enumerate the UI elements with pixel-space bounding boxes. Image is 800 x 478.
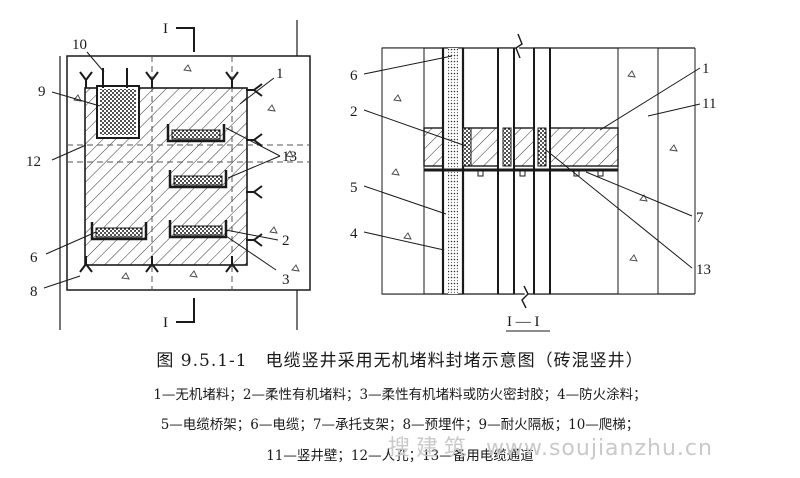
watermark: 搜建筑 www.soujianzhu.cn bbox=[388, 430, 713, 462]
section-break-marks bbox=[515, 33, 529, 309]
callout-13: 13 bbox=[282, 149, 297, 165]
section-callout-4: 4 bbox=[350, 226, 358, 242]
cable-tray bbox=[168, 170, 228, 189]
callout-10: 10 bbox=[72, 37, 87, 53]
section-title: I — I bbox=[507, 314, 540, 330]
callout-12: 12 bbox=[26, 154, 41, 170]
section-mark-bottom: I bbox=[163, 315, 168, 331]
cable-tray bbox=[168, 220, 228, 239]
concrete-aggregate bbox=[73, 64, 300, 280]
figure-caption: 图 9.5.1-1 电缆竖井采用无机堵料封堵示意图（砖混竖井） bbox=[156, 351, 644, 371]
wall-aggregate bbox=[391, 70, 678, 262]
legend-line: 1—无机堵料；2—柔性有机堵料；3—柔性有机堵料或防火密封胶；4—防火涂料； bbox=[153, 387, 647, 403]
watermark-cn: 搜建筑 bbox=[388, 436, 473, 461]
leader-lines bbox=[363, 55, 701, 269]
leader-lines bbox=[43, 51, 281, 289]
watermark-url: www.soujianzhu.cn bbox=[486, 436, 713, 461]
callout-3: 3 bbox=[282, 272, 290, 288]
section-callout-2: 2 bbox=[350, 104, 358, 120]
shaft-wall-left bbox=[381, 47, 425, 295]
section-callout-5: 5 bbox=[350, 180, 358, 196]
legend-line: 5—电缆桥架；6—电缆；7—承托支架；8—预埋件；9—耐火隔板；10—爬梯； bbox=[160, 417, 640, 433]
callout-6: 6 bbox=[30, 250, 38, 266]
section-callout-6: 6 bbox=[350, 68, 358, 84]
section-callout-7: 7 bbox=[696, 210, 704, 226]
flexible-organic-sealant bbox=[537, 127, 547, 167]
flexible-organic-sealant bbox=[502, 127, 512, 167]
section-cut-marks bbox=[176, 27, 195, 323]
bracket-studs bbox=[477, 170, 604, 177]
callout-1: 1 bbox=[276, 66, 284, 82]
section-callout-1: 1 bbox=[702, 61, 710, 77]
legend-line: 11—竖井壁；12—人孔；13—备用电缆通道 bbox=[266, 448, 534, 464]
shaft-wall-right bbox=[617, 47, 659, 295]
callout-9: 9 bbox=[38, 84, 46, 100]
section-callout-11: 11 bbox=[702, 96, 716, 112]
cable-tray bbox=[166, 124, 226, 143]
callout-2: 2 bbox=[282, 233, 290, 249]
plan-view: I I 10 9 12 1 13 2 6 3 8 bbox=[26, 20, 311, 331]
section-mark-top: I bbox=[163, 21, 168, 37]
fireproof-partition-fill bbox=[100, 89, 136, 135]
callout-8: 8 bbox=[30, 284, 38, 300]
flexible-organic-sealant bbox=[462, 127, 472, 167]
embedded-part bbox=[79, 71, 263, 273]
section-view: 6 2 5 4 1 11 7 13 I — I bbox=[350, 33, 716, 332]
section-callout-13: 13 bbox=[696, 262, 711, 278]
